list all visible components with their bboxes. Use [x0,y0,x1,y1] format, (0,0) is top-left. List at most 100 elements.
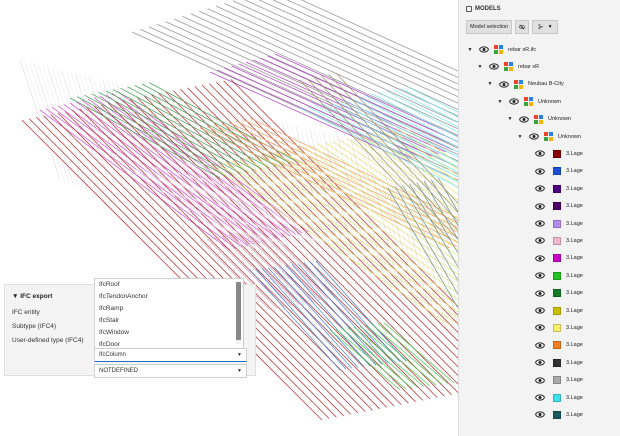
visibility-eye-icon[interactable] [497,79,511,89]
rebar-band[interactable] [299,86,458,198]
layer-color-swatch[interactable] [553,306,561,315]
tree-node[interactable]: ▼rebar xR [477,58,539,75]
layer-color-swatch[interactable] [553,236,561,245]
layer-color-swatch[interactable] [553,376,561,385]
listbox-option[interactable]: IfcRamp [99,305,124,312]
visibility-eye-icon[interactable] [533,166,547,176]
visibility-eye-icon[interactable] [533,375,547,385]
layer-item[interactable]: 3.Lage [529,285,583,302]
layer-item[interactable]: 3.Lage [529,337,583,354]
expand-arrow-icon[interactable]: ▼ [487,81,493,88]
visibility-eye-icon[interactable] [507,97,521,107]
layer-color-swatch[interactable] [553,184,561,193]
rebar-band[interactable] [329,322,455,391]
listbox-option[interactable]: IfcRoof [99,281,120,288]
rebar-band[interactable] [209,126,458,326]
hide-selection-button[interactable] [515,20,530,34]
layer-item[interactable]: 3.Lage [529,215,583,232]
layer-color-swatch[interactable] [553,289,561,298]
expand-arrow-icon[interactable]: ▼ [477,63,483,70]
tree-node[interactable]: ▼Unknown [497,93,561,110]
layer-item[interactable]: 3.Lage [529,302,583,319]
visibility-eye-icon[interactable] [527,132,541,142]
rebar-cross-bar [176,97,217,242]
listbox-option[interactable]: IfcTendonAnchor [99,293,148,300]
subtype-select[interactable]: NOTDEFINED ▼ [94,364,247,378]
user-defined-type-label: User-defined type (IFC4) [12,337,84,344]
layer-item[interactable]: 3.Lage [529,354,583,371]
ifc-entity-listbox[interactable]: IfcRoof IfcTendonAnchor IfcRamp IfcStair… [94,278,244,349]
expand-arrow-icon[interactable]: ▼ [507,116,513,123]
visibility-eye-icon[interactable] [533,306,547,316]
visibility-eye-icon[interactable] [533,393,547,403]
ifc-entity-label: IFC entity [12,309,40,316]
visibility-eye-icon[interactable] [533,410,547,420]
listbox-scrollbar[interactable] [236,282,241,340]
layer-color-swatch[interactable] [553,149,561,158]
layer-color-swatch[interactable] [553,219,561,228]
ifc-export-title: IFC export [20,293,53,300]
rebar-bar [261,268,353,369]
visibility-eye-icon[interactable] [533,253,547,263]
visibility-eye-icon[interactable] [533,201,547,211]
visibility-eye-icon[interactable] [533,323,547,333]
visibility-eye-icon[interactable] [533,219,547,229]
tree-node[interactable]: ▼Neubau B-City [487,76,564,93]
layer-color-swatch[interactable] [553,393,561,402]
visibility-eye-icon[interactable] [533,236,547,246]
layer-item[interactable]: 3.Lage [529,250,583,267]
layer-item[interactable]: 3.Lage [529,180,583,197]
visibility-eye-icon[interactable] [533,149,547,159]
layer-color-swatch[interactable] [553,323,561,332]
rebar-cross-bar [162,94,203,236]
rebar-scene[interactable] [0,0,458,436]
layer-color-swatch[interactable] [553,271,561,280]
listbox-option[interactable]: IfcWindow [99,329,129,336]
expand-arrow-icon[interactable]: ▼ [517,133,523,140]
rebar-bar [63,104,255,245]
listbox-option[interactable]: IfcStair [99,317,120,324]
rebar-band[interactable] [249,260,407,371]
layer-item[interactable]: 3.Lage [529,319,583,336]
layer-item[interactable]: 3.Lage [529,406,583,423]
layer-color-swatch[interactable] [553,167,561,176]
layer-color-swatch[interactable] [553,358,561,367]
layer-item[interactable]: 3.Lage [529,198,583,215]
layer-color-swatch[interactable] [553,410,561,419]
layer-item[interactable]: 3.Lage [529,389,583,406]
layer-color-swatch[interactable] [553,341,561,350]
rebar-cross-bar [217,107,258,258]
rebar-band[interactable] [21,79,458,421]
tree-node[interactable]: ▼rebar xR.ifc [467,41,536,58]
layer-item[interactable]: 3.Lage [529,232,583,249]
layer-item[interactable]: 3.Lage [529,372,583,389]
rebar-band[interactable] [129,160,317,251]
layer-item[interactable]: 3.Lage [529,145,583,162]
layer-item[interactable]: 3.Lage [529,267,583,284]
visibility-eye-icon[interactable] [533,358,547,368]
tree-node[interactable]: ▼Unknown [507,111,571,128]
rebar-band[interactable] [131,0,458,182]
layer-color-swatch[interactable] [553,254,561,263]
ifc-entity-select[interactable]: IfcColumn ▼ [94,348,247,362]
expand-arrow-icon[interactable]: ▼ [497,98,503,105]
visibility-eye-icon[interactable] [487,62,501,72]
ifc-export-heading[interactable]: ▼ IFC export [12,293,52,300]
visibility-eye-icon[interactable] [533,340,547,350]
visibility-eye-icon[interactable] [533,184,547,194]
rebar-band[interactable] [299,72,458,241]
visibility-eye-icon[interactable] [477,45,491,55]
visibility-eye-icon[interactable] [533,288,547,298]
rebar-bar [335,328,407,390]
layer-label: 3.Lage [566,324,583,331]
listbox-option[interactable]: IfcDoor [99,341,120,348]
expand-arrow-icon[interactable]: ▼ [467,46,473,53]
rebar-cross-bar [144,89,185,229]
model-selection-button[interactable]: Model selection [466,20,513,34]
visibility-eye-icon[interactable] [517,114,531,124]
visibility-eye-icon[interactable] [533,271,547,281]
tree-node[interactable]: ▼Unknown [517,128,581,145]
filter-dropdown-button[interactable]: ⊱ ▼ [532,20,559,34]
layer-item[interactable]: 3.Lage [529,163,583,180]
layer-color-swatch[interactable] [553,202,561,211]
